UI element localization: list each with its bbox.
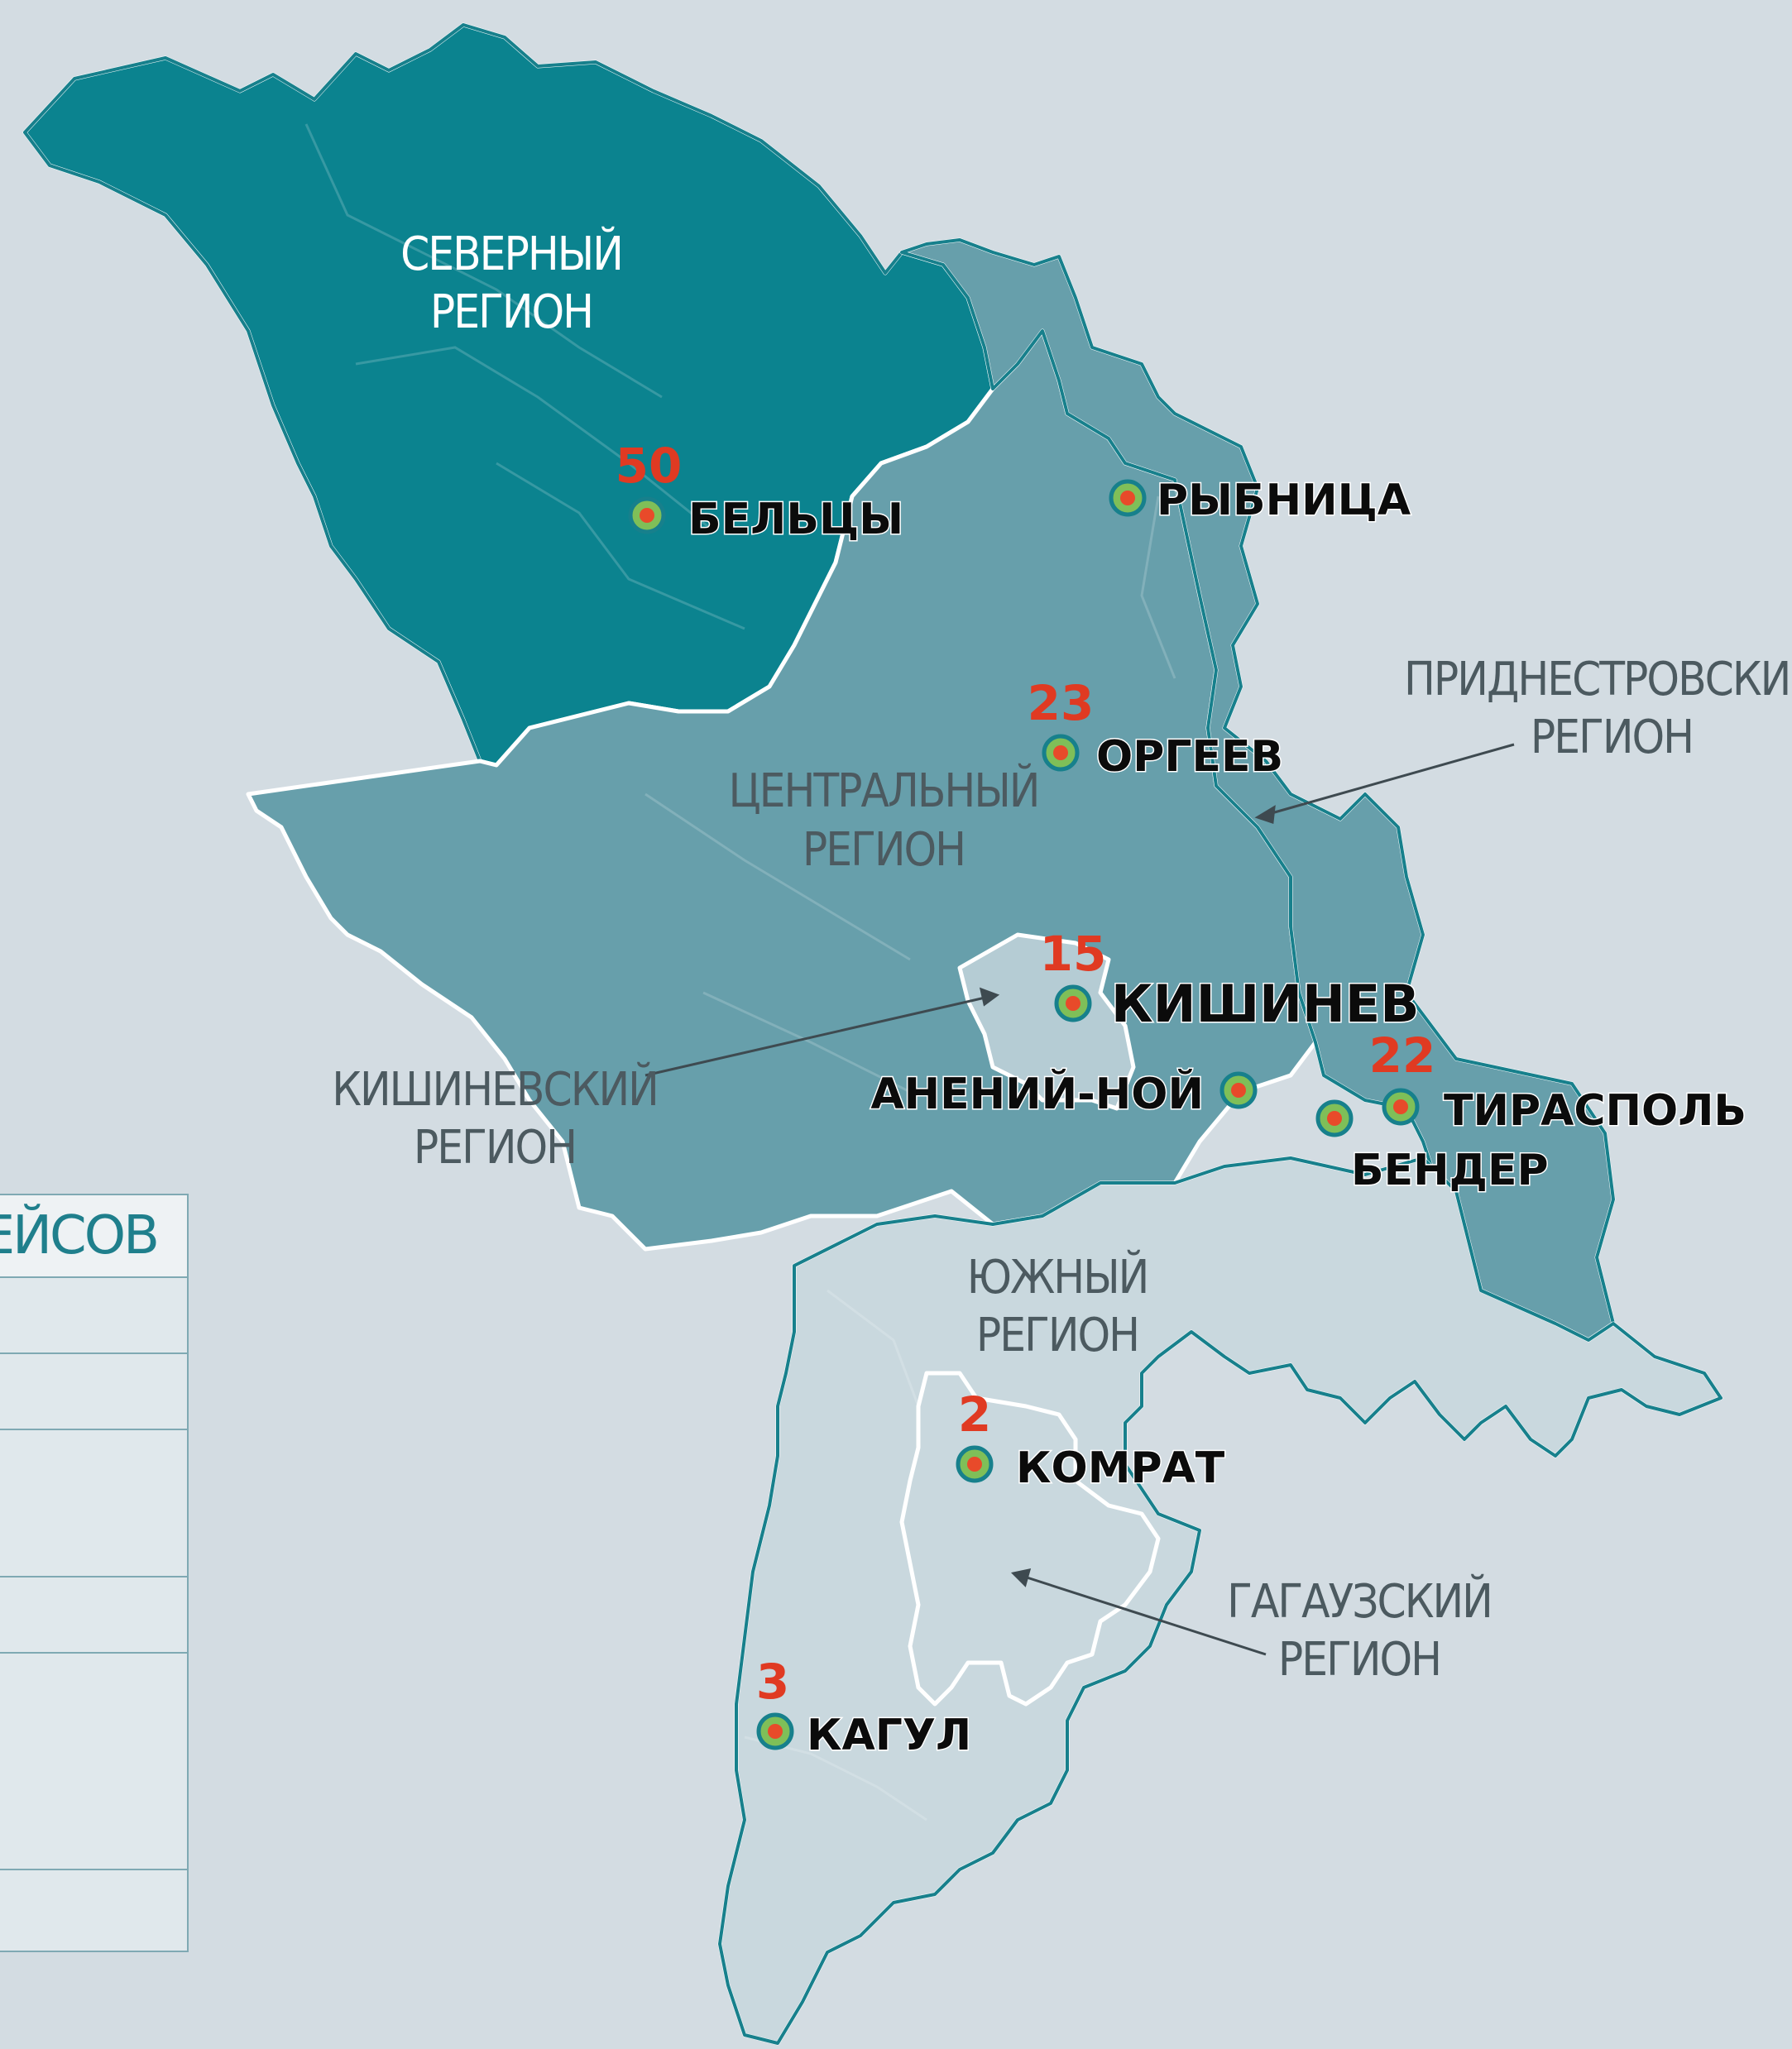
marker-dot bbox=[1231, 1083, 1246, 1098]
region-label-transnistria: РЕГИОН bbox=[1531, 711, 1693, 764]
region-label-chisinau: РЕГИОН bbox=[414, 1121, 576, 1175]
city-label-orhei: ОРГЕЕВ bbox=[1096, 732, 1283, 782]
city-marker-comrat[interactable] bbox=[956, 1445, 994, 1483]
legend-row bbox=[0, 1577, 187, 1654]
legend-table: КЕЙСОВ bbox=[0, 1194, 189, 1952]
region-label-gagauzia: РЕГИОН bbox=[1278, 1633, 1440, 1687]
region-label-transnistria: ПРИДНЕСТРОВСКИЙ bbox=[1404, 652, 1792, 706]
marker-dot bbox=[1066, 996, 1080, 1011]
case-count-orhei: 23 bbox=[1028, 675, 1095, 731]
city-label-rybnitsa: РЫБНИЦА bbox=[1157, 476, 1411, 525]
region-label-central: ЦЕНТРАЛЬНЫЙ bbox=[729, 764, 1039, 818]
marker-dot bbox=[768, 1724, 783, 1739]
marker-dot bbox=[640, 508, 654, 523]
city-marker-orhei[interactable] bbox=[1042, 734, 1080, 772]
city-marker-rybnitsa[interactable] bbox=[1109, 479, 1147, 517]
case-count-tiraspol: 22 bbox=[1369, 1027, 1436, 1084]
legend-row bbox=[0, 1870, 187, 1951]
legend-row bbox=[0, 1430, 187, 1577]
leader-lines bbox=[644, 743, 1515, 1656]
region-chisinau[interactable] bbox=[957, 932, 1136, 1111]
region-outline bbox=[718, 1156, 1723, 2045]
case-count-balti: 50 bbox=[616, 438, 683, 494]
city-marker-anenii[interactable] bbox=[1219, 1071, 1258, 1109]
region-label-south: РЕГИОН bbox=[976, 1309, 1138, 1362]
marker-dot bbox=[1053, 745, 1068, 760]
marker-dot bbox=[1327, 1111, 1342, 1126]
city-label-balti: БЕЛЬЦЫ bbox=[688, 495, 903, 544]
city-label-chisinau: КИШИНЕВ bbox=[1111, 974, 1420, 1034]
marker-dot bbox=[1393, 1099, 1408, 1114]
region-label-north: РЕГИОН bbox=[430, 285, 592, 339]
city-marker-chisinau[interactable] bbox=[1054, 984, 1092, 1022]
city-label-anenii: АНЕНИЙ-НОЙ bbox=[870, 1069, 1204, 1119]
legend-row bbox=[0, 1654, 187, 1870]
legend-header: КЕЙСОВ bbox=[0, 1195, 187, 1278]
region-label-south: ЮЖНЫЙ bbox=[967, 1250, 1148, 1305]
city-label-cahul: КАГУЛ bbox=[807, 1711, 971, 1760]
region-outline bbox=[900, 238, 1615, 1342]
city-marker-tiraspol[interactable] bbox=[1382, 1088, 1420, 1126]
case-count-cahul: 3 bbox=[756, 1654, 789, 1710]
city-marker-balti[interactable] bbox=[628, 496, 666, 534]
legend-row bbox=[0, 1278, 187, 1354]
city-label-tiraspol: ТИРАСПОЛЬ bbox=[1444, 1086, 1746, 1136]
case-count-comrat: 2 bbox=[958, 1386, 991, 1443]
city-label-bender: БЕНДЕР bbox=[1351, 1146, 1549, 1195]
city-label-comrat: КОМРАТ bbox=[1016, 1443, 1225, 1493]
map-labels: СЕВЕРНЫЙРЕГИОНЦЕНТРАЛЬНЫЙРЕГИОНПРИДНЕСТР… bbox=[332, 227, 1792, 1687]
district-lines bbox=[304, 123, 1176, 1822]
region-label-central: РЕГИОН bbox=[803, 823, 965, 877]
region-label-chisinau: КИШИНЕВСКИЙ bbox=[332, 1062, 658, 1117]
city-marker-bender[interactable] bbox=[1315, 1099, 1354, 1137]
region-label-gagauzia: ГАГАУЗСКИЙ bbox=[1227, 1574, 1492, 1629]
city-marker-cahul[interactable] bbox=[756, 1712, 794, 1750]
legend-row bbox=[0, 1354, 187, 1430]
city-markers: БЕЛЬЦЫ50РЫБНИЦАОРГЕЕВ23КИШИНЕВ15АНЕНИЙ-Н… bbox=[616, 438, 1748, 1762]
case-count-chisinau: 15 bbox=[1040, 926, 1107, 982]
region-label-north: СЕВЕРНЫЙ bbox=[400, 227, 622, 281]
marker-dot bbox=[967, 1457, 982, 1472]
marker-dot bbox=[1120, 491, 1135, 505]
